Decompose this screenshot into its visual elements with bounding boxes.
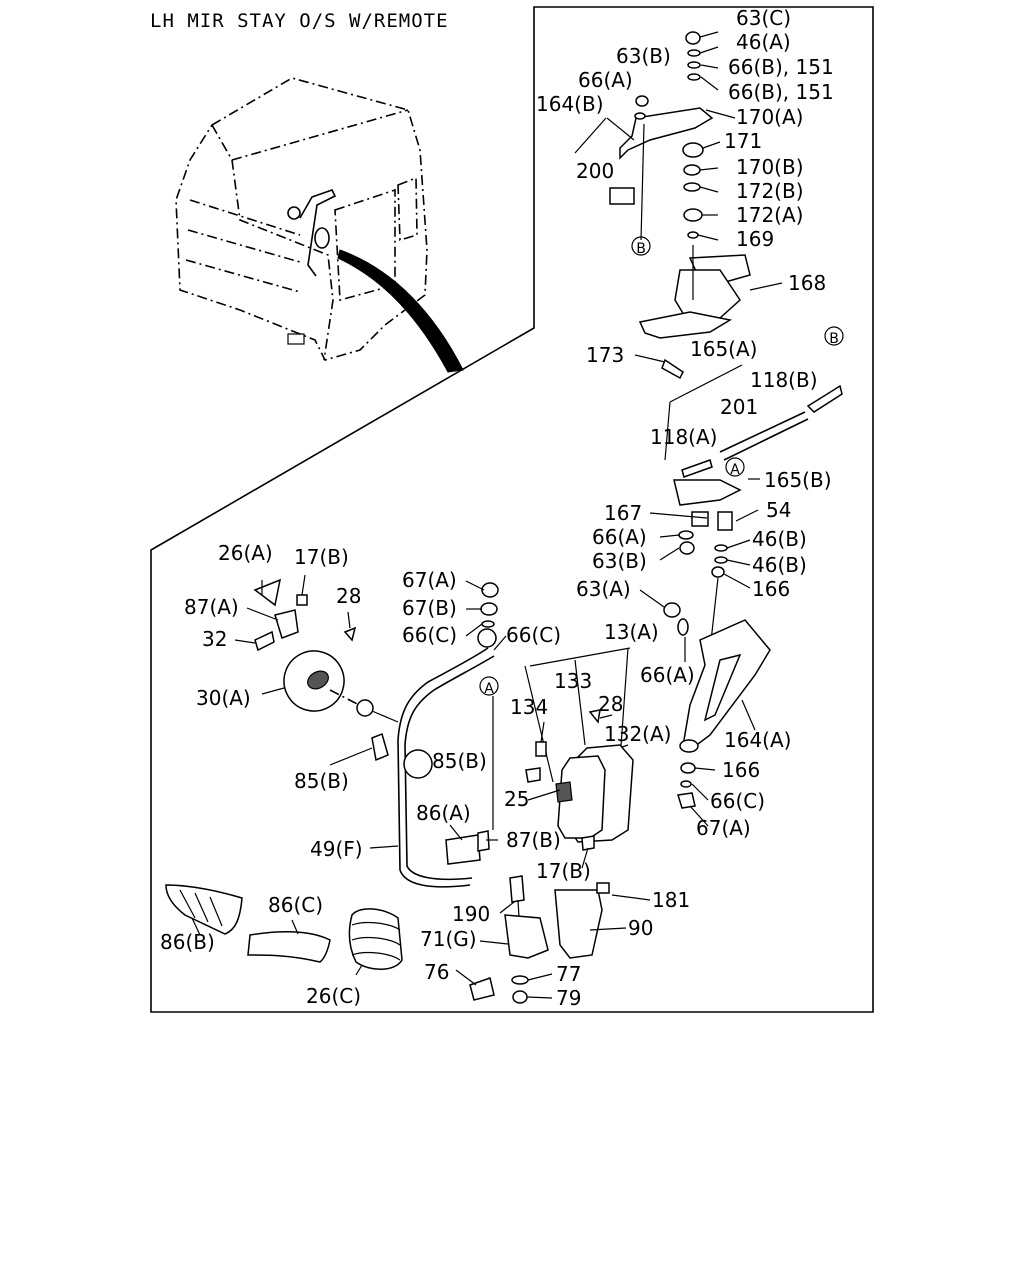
callout-label: 49(F)	[310, 837, 363, 861]
callout-label: 17(B)	[294, 545, 349, 569]
upper-hardware-stack	[574, 31, 714, 241]
covers-and-boots	[165, 884, 403, 970]
callout-label: 66(A)	[640, 663, 695, 687]
callout-label: 67(A)	[402, 568, 457, 592]
callout-label: 87(A)	[184, 595, 239, 619]
callout-label: 28	[336, 584, 361, 608]
callout-label: 46(B)	[752, 553, 807, 577]
mirror-head-30a	[253, 578, 399, 723]
lower-bracket-hardware	[469, 875, 610, 1004]
mirror-arm-164a	[663, 602, 771, 809]
callout-label: 66(B), 151	[728, 80, 834, 104]
callout-label: 66(A)	[592, 525, 647, 549]
callout-label: 66(C)	[710, 789, 765, 813]
callout-label: 13(A)	[604, 620, 659, 644]
callout-label: 77	[556, 962, 581, 986]
callout-label: 30(A)	[196, 686, 251, 710]
callout-label: 66(C)	[506, 623, 561, 647]
ref-b-1: B	[636, 241, 646, 257]
callout-label: 166	[722, 758, 760, 782]
callout-label: 132(A)	[604, 722, 671, 746]
callout-label: 86(A)	[416, 801, 471, 825]
callout-label: 67(B)	[402, 596, 457, 620]
callout-label: 169	[736, 227, 774, 251]
callout-label: 181	[652, 888, 690, 912]
callout-label: 170(A)	[736, 105, 803, 129]
callout-label: 71(G)	[420, 927, 477, 951]
callout-label: 167	[604, 501, 642, 525]
callout-label: 28	[598, 692, 623, 716]
diagram-frame	[150, 6, 874, 1013]
callout-label: 165(A)	[690, 337, 757, 361]
callout-label: 134	[510, 695, 548, 719]
ref-a-2: A	[484, 681, 494, 697]
mirror-stay-49f	[371, 582, 631, 888]
callout-label: 170(B)	[736, 155, 804, 179]
callout-label: 66(B), 151	[728, 55, 834, 79]
mirror-motor-assembly	[638, 245, 751, 339]
callout-label: 32	[202, 627, 227, 651]
callout-label: 118(A)	[650, 425, 717, 449]
callout-label: 133	[554, 669, 592, 693]
callout-label: 173	[586, 343, 624, 367]
callout-label: 171	[724, 129, 762, 153]
callout-label: 85(B)	[294, 769, 349, 793]
callout-labels: 63(C) 46(A) 63(B) 66(B), 151 66(A) 66(B)…	[160, 6, 834, 1010]
callout-label: 79	[556, 986, 581, 1010]
callout-label: 190	[452, 902, 490, 926]
callout-label: 63(A)	[576, 577, 631, 601]
ref-a-1: A	[730, 462, 740, 478]
ref-b-2: B	[829, 331, 839, 347]
callout-label: 26(C)	[306, 984, 361, 1008]
callout-label: 67(A)	[696, 816, 751, 840]
callout-label: 86(B)	[160, 930, 215, 954]
callout-label: 76	[424, 960, 449, 984]
callout-label: 63(B)	[616, 44, 671, 68]
callout-label: 86(C)	[268, 893, 323, 917]
leader-lines	[191, 31, 783, 999]
callout-label: 87(B)	[506, 828, 561, 852]
truck-cab-illustration	[175, 77, 464, 373]
callout-label: 200	[576, 159, 614, 183]
callout-label: 172(A)	[736, 203, 803, 227]
callout-label: 168	[788, 271, 826, 295]
callout-label: 172(B)	[736, 179, 804, 203]
callout-label: 54	[766, 498, 791, 522]
callout-label: 164(B)	[536, 92, 604, 116]
callout-label: 66(C)	[402, 623, 457, 647]
callout-label: 165(B)	[764, 468, 832, 492]
reference-markers: B B A A	[479, 236, 844, 697]
mirror-132a	[525, 709, 634, 851]
callout-label: 85(B)	[432, 749, 487, 773]
diagram-title: LH MIR STAY O/S W/REMOTE	[150, 10, 449, 32]
callout-label: 63(C)	[736, 6, 791, 30]
callout-label: 25	[504, 787, 529, 811]
callout-label: 118(B)	[750, 368, 818, 392]
callout-label: 164(A)	[724, 728, 791, 752]
callout-label: 166	[752, 577, 790, 601]
callout-label: 90	[628, 916, 653, 940]
callout-label: 201	[720, 395, 758, 419]
callout-label: 26(A)	[218, 541, 273, 565]
callout-label: 63(B)	[592, 549, 647, 573]
callout-label: 46(B)	[752, 527, 807, 551]
callout-label: 66(A)	[578, 68, 633, 92]
callout-label: 17(B)	[536, 859, 591, 883]
callout-label: 46(A)	[736, 30, 791, 54]
